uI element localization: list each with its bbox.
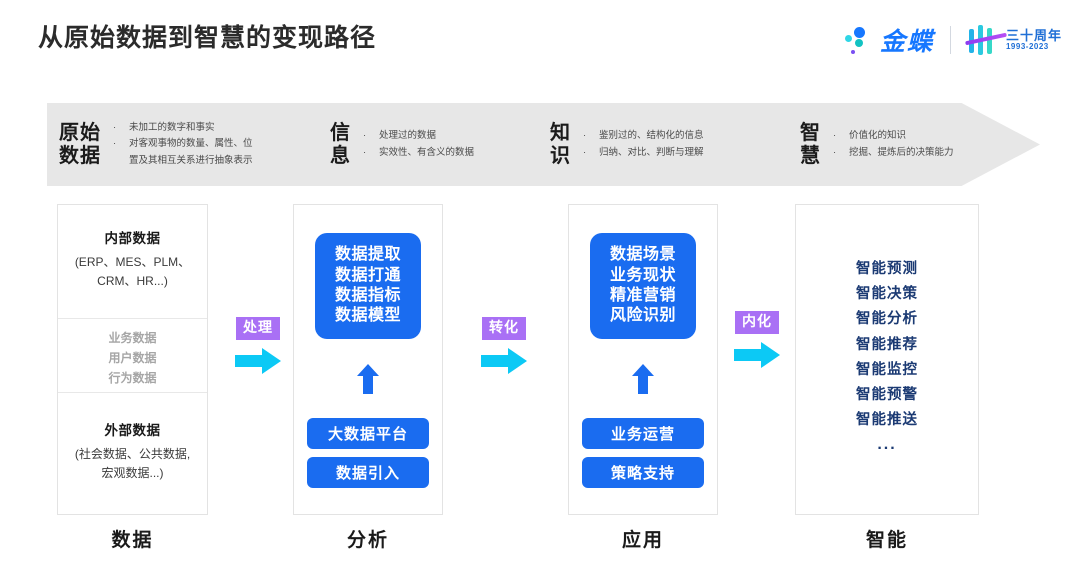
external-data-block: 外部数据 (社会数据、公共数据, 宏观数据...) xyxy=(58,393,207,513)
banner-stage-knowledge: 知 识 · 鉴别过的、结构化的信息 · 归纳、对比、判断与理解 xyxy=(550,103,704,186)
column-data: 内部数据 (ERP、MES、PLM、 CRM、HR...) 业务数据 用户数据 … xyxy=(57,204,208,515)
intelligence-item: 智能分析 xyxy=(856,311,918,328)
connector-transformation: 转化 xyxy=(470,317,538,374)
column-analysis: 数据提取 数据打通 数据指标 数据模型 大数据平台 数据引入 xyxy=(293,204,443,515)
connector-label: 内化 xyxy=(735,311,779,334)
application-box-line: 风险识别 xyxy=(609,307,676,325)
internal-data-block: 内部数据 (ERP、MES、PLM、 CRM、HR...) xyxy=(58,205,207,319)
stage-bullet-text: 对客观事物的数量、属性、位 置及其相互关系进行抽象表示 xyxy=(129,138,253,166)
external-data-subtitle: (社会数据、公共数据, 宏观数据...) xyxy=(74,447,191,480)
right-arrow-icon xyxy=(470,347,538,374)
stage-bullet-text: 实效性、有含义的数据 xyxy=(379,146,475,158)
stage-name: 信 息 xyxy=(330,122,351,167)
banner-stage-wisdom: 智 慧 · 价值化的知识 · 挖掘、提炼后的决策能力 xyxy=(800,103,954,186)
brand-logo: 金蝶 三十周年 1993-2023 xyxy=(844,20,1062,60)
connector-label: 转化 xyxy=(482,317,526,340)
connector-processing: 处理 xyxy=(224,317,292,374)
connector-label: 处理 xyxy=(236,317,280,340)
analysis-box-line: 数据打通 xyxy=(334,266,401,284)
stage-bullets: · 价值化的知识 · 挖掘、提炼后的决策能力 xyxy=(833,128,954,160)
banner-stage-raw-data: 原始 数据 · 未加工的数字和事实 · 对客观事物的数量、属性、位 置及其相互关… xyxy=(59,103,253,186)
column-intelligence: 智能预测 智能决策 智能分析 智能推荐 智能监控 智能预警 智能推送 ... xyxy=(795,204,979,515)
data-type-item: 行为数据 xyxy=(108,370,157,385)
application-pill-operations: 业务运营 xyxy=(582,418,704,449)
column-application: 数据场景 业务现状 精准营销 风险识别 业务运营 策略支持 xyxy=(568,204,718,515)
data-type-item: 用户数据 xyxy=(108,350,157,365)
intelligence-item: 智能预测 xyxy=(856,261,918,277)
stage-name: 智 慧 xyxy=(800,122,821,167)
anniversary-badge: 三十周年 1993-2023 xyxy=(965,24,1062,56)
right-arrow-icon xyxy=(224,347,292,374)
intelligence-item: 智能推荐 xyxy=(856,336,918,353)
data-types-block: 业务数据 用户数据 行为数据 xyxy=(58,319,207,393)
column-footer-application: 应用 xyxy=(621,530,664,551)
brand-divider xyxy=(949,26,951,54)
intelligence-item: 智能预警 xyxy=(856,387,918,404)
internal-data-subtitle: (ERP、MES、PLM、 CRM、HR...) xyxy=(74,255,191,288)
stage-name: 原始 数据 xyxy=(59,122,101,167)
intelligence-capability-list: 智能预测 智能决策 智能分析 智能推荐 智能监控 智能预警 智能推送 ... xyxy=(796,257,978,454)
bullet-dot-icon: · xyxy=(363,130,367,142)
dikw-banner-arrow: 原始 数据 · 未加工的数字和事实 · 对客观事物的数量、属性、位 置及其相互关… xyxy=(47,103,1040,186)
page-title: 从原始数据到智慧的变现路径 xyxy=(38,24,377,52)
kingdee-dots-icon xyxy=(844,25,870,55)
analysis-box-line: 数据模型 xyxy=(334,307,401,325)
application-box-line: 业务现状 xyxy=(609,266,676,284)
application-box-line: 数据场景 xyxy=(609,246,676,264)
stage-bullets: · 处理过的数据 · 实效性、有含义的数据 xyxy=(363,128,474,160)
intelligence-item: 智能决策 xyxy=(856,286,918,303)
intelligence-item: 智能推送 xyxy=(856,412,918,429)
intelligence-ellipsis: ... xyxy=(877,435,897,453)
brand-name: 金蝶 xyxy=(879,28,934,56)
bullet-dot-icon: · xyxy=(833,130,837,142)
column-footer-data: 数据 xyxy=(111,530,154,551)
right-arrow-icon xyxy=(723,341,791,368)
analysis-capability-box: 数据提取 数据打通 数据指标 数据模型 xyxy=(315,233,421,339)
application-box-line: 精准营销 xyxy=(609,287,676,304)
data-type-item: 业务数据 xyxy=(108,331,157,345)
up-arrow-icon xyxy=(632,364,654,394)
stage-bullet-text: 价值化的知识 xyxy=(849,130,907,142)
intelligence-item: 智能监控 xyxy=(856,361,918,378)
stage-name: 知 识 xyxy=(550,122,571,167)
stage-bullet-text: 挖掘、提炼后的决策能力 xyxy=(849,146,954,158)
stage-bullet-text: 鉴别过的、结构化的信息 xyxy=(599,130,704,142)
column-footer-analysis: 分析 xyxy=(346,530,389,551)
bullet-dot-icon: · xyxy=(583,146,587,158)
application-capability-box: 数据场景 业务现状 精准营销 风险识别 xyxy=(590,233,696,339)
bullet-dot-icon: · xyxy=(113,138,117,150)
internal-data-title: 内部数据 xyxy=(104,231,161,246)
anniversary-label: 三十周年 xyxy=(1005,27,1062,43)
stage-bullets: · 未加工的数字和事实 · 对客观事物的数量、属性、位 置及其相互关系进行抽象表… xyxy=(113,120,253,168)
anniversary-years: 1993-2023 xyxy=(1005,41,1049,51)
analysis-box-line: 数据指标 xyxy=(334,287,401,304)
stage-bullet-text: 归纳、对比、判断与理解 xyxy=(599,146,704,158)
analysis-box-line: 数据提取 xyxy=(334,246,401,264)
stage-bullet-text: 未加工的数字和事实 xyxy=(129,122,215,134)
column-footer-intelligence: 智能 xyxy=(865,530,908,551)
connector-internalization: 内化 xyxy=(723,311,791,368)
external-data-title: 外部数据 xyxy=(104,423,161,438)
up-arrow-icon xyxy=(357,364,379,394)
bullet-dot-icon: · xyxy=(833,146,837,158)
analysis-pill-platform: 大数据平台 xyxy=(307,418,429,449)
stage-bullets: · 鉴别过的、结构化的信息 · 归纳、对比、判断与理解 xyxy=(583,128,704,160)
bullet-dot-icon: · xyxy=(363,146,367,158)
application-pill-strategy: 策略支持 xyxy=(582,457,704,488)
bullet-dot-icon: · xyxy=(583,130,587,142)
anniversary-glyph-icon xyxy=(965,24,1007,56)
stage-bullet-text: 处理过的数据 xyxy=(379,130,437,142)
banner-stage-information: 信 息 · 处理过的数据 · 实效性、有含义的数据 xyxy=(330,103,474,186)
analysis-pill-ingest: 数据引入 xyxy=(307,457,429,488)
bullet-dot-icon: · xyxy=(113,122,117,134)
